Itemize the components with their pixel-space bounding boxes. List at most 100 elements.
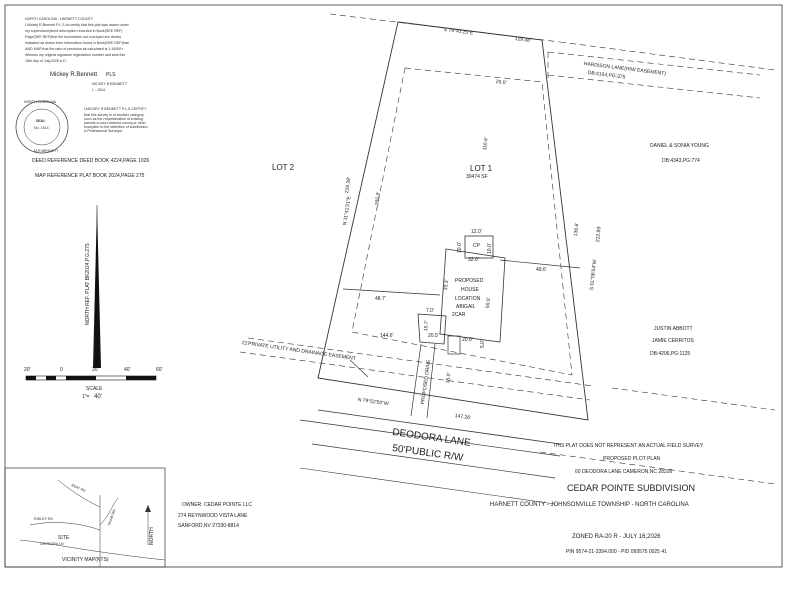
note-address: 60 DEODORA LANE CAMERON,NC 28326 <box>575 469 673 475</box>
driveway-left <box>410 343 422 417</box>
house-line: 2CAR <box>452 312 466 318</box>
cert2-line: A Professional Surveyor <box>84 129 123 133</box>
owner-line1: OWNER: CEDAR POINTE LLC <box>182 502 253 508</box>
vicinity-road-2 <box>29 522 101 531</box>
easement-leader <box>349 359 369 378</box>
hardison-lane-line <box>547 51 761 76</box>
zoned-line: ZONED RA-20 R - JULY 16,2026 <box>572 534 661 540</box>
dist-porch: 20.0' <box>462 337 473 343</box>
pls-label: PLS <box>106 72 116 78</box>
lot2-label: LOT 2 <box>272 163 295 172</box>
vicinity-title: VICINITY MAP(NTS) <box>62 557 109 563</box>
subdivision-title: CEDAR POINTE SUBDIVISION <box>567 483 696 493</box>
vicinity-road-1 <box>57 479 101 508</box>
cert2-line: such as the recombination of existing <box>84 117 144 121</box>
young-line2: DB:4343,PG:774 <box>662 158 700 164</box>
cert-line: Witness my original signature registrati… <box>25 53 126 57</box>
cert-line: AND MAP;that the ratio of precision as c… <box>25 47 124 51</box>
dist-inner-top: 25.0' <box>495 79 507 87</box>
house-line: ABIGAIL <box>456 304 476 310</box>
cert-line: indicated as drawn from information foun… <box>25 41 129 45</box>
cert-line: Page(SEE REF)that the boundaries not sur… <box>25 35 122 39</box>
surveyor-name-small: MICKEY R.BENNETT <box>92 82 128 86</box>
sheet-border <box>4 4 783 568</box>
road-far-edge <box>299 467 556 505</box>
road-edge-1 <box>317 409 561 445</box>
house-line: LOCATION <box>455 296 481 302</box>
driveway-right <box>426 343 436 419</box>
seal-ring-bottom: M.R.BENNETT <box>34 149 59 153</box>
left-mid-line <box>342 288 441 296</box>
lot1-label: LOT 1 <box>470 164 493 173</box>
right-adjoiner-line <box>611 387 776 411</box>
vicinity-north: NORTH <box>149 527 155 545</box>
easement-line-1 <box>247 337 594 387</box>
abbott-line2: JAMIE CERRITOS <box>652 338 694 344</box>
dist-right-mid: 49.6' <box>536 267 547 273</box>
surveyor-signature: Mickey R.Bennett <box>50 72 98 78</box>
seal-word: SEAL <box>36 119 46 123</box>
scale-ratio-value: 40' <box>94 394 102 400</box>
owner-line2: 274 REYNWOOD VISTA LANE <box>178 513 248 519</box>
dist-cp-h2: 10.0' <box>487 243 493 254</box>
young-line1: DANIEL & SONIA YOUNG <box>650 143 709 149</box>
house-line: PROPOSED <box>455 278 484 284</box>
seal-ring-top: NORTH CAROLINA <box>24 100 57 104</box>
road-edge-3 <box>311 443 556 479</box>
vicinity-road4-label: DEODORA LN <box>40 542 64 546</box>
surveyor-seal-icon <box>15 100 69 154</box>
note-plan: PROPOSED PLOT PLAN <box>603 456 661 462</box>
cert-line: 16th day of July,2026 A.D. <box>25 59 67 63</box>
easement-line-2 <box>239 351 591 401</box>
road-edge-2 <box>299 419 561 457</box>
scale-label: SCALE <box>86 386 103 392</box>
scale-tick: 20' <box>92 367 99 373</box>
scale-tick: 40' <box>124 367 131 373</box>
scale-tick: 20' <box>24 367 31 373</box>
cert2-line: parcels,a court-ordered survey,or other <box>84 121 146 125</box>
north-arrow-label: NORTH REF. PLAT BK2024,P.G.275 <box>85 243 91 325</box>
dist-porch-side: 5.0' <box>480 340 486 348</box>
vicinity-road-4 <box>19 539 166 561</box>
setback-line <box>351 67 573 376</box>
vicinity-map-frame <box>4 467 166 568</box>
dist-garage-w: 7.0' <box>426 308 434 314</box>
map-reference: MAP REFERENCE PLAT BOOK 2024,PAGE 275 <box>35 173 145 179</box>
vicinity-site: SITE <box>58 535 70 541</box>
scale-tick: 60' <box>156 367 163 373</box>
right-mid-line <box>499 259 581 269</box>
dist-house-w: 32.0' <box>468 257 479 263</box>
cert2-title: I,MICKEY R.BENNETT P.L.S.CERTIFY <box>84 107 147 111</box>
abbott-line1: JUSTIN ABBOTT <box>654 326 693 332</box>
carport-label: CP <box>473 243 480 249</box>
carport <box>464 235 494 259</box>
garage <box>417 313 447 345</box>
pin-line: PIN 9574-21-3394.000 - PID 099575 0025 4… <box>566 549 667 555</box>
dist-front-inner: 144.6' <box>380 333 394 339</box>
top-dashed-line-2 <box>559 41 776 71</box>
hardison-lane-line-2 <box>547 74 761 99</box>
abbott-line3: DB:4206,PG:1125 <box>650 351 691 357</box>
dist-garage-bottom: 20.5' <box>428 333 439 339</box>
cert-line: NORTH CAROLINA - HARNETT COUNTY <box>25 17 94 21</box>
house-line: HOUSE <box>461 287 479 293</box>
vicinity-road2-label: RIDLEY RD <box>34 517 54 521</box>
lot1-area: 30474 SF <box>466 174 488 180</box>
lot1-boundary <box>317 21 589 421</box>
porch <box>447 335 461 355</box>
dist-left-mid: 48.7' <box>375 296 386 302</box>
scale-ratio-prefix: 1"= <box>82 394 90 400</box>
dist-cp-w: 12.0' <box>471 229 482 235</box>
owner-line3: SANFORD,NV 27330-8814 <box>178 523 239 529</box>
surveyor-license-small: L - 1514 <box>92 88 106 92</box>
seal-number: No. 1514 <box>34 126 49 130</box>
cert2-line: that this survey is of another category, <box>84 113 145 117</box>
cert-line: I Mickey R.Bennett P.L.S do certify that… <box>25 23 129 27</box>
note-not-field: THIS PLAT DOES NOT REPRESENT AN ACTUAL F… <box>553 443 704 449</box>
scale-tick: 0 <box>60 367 63 373</box>
county-line: HARNETT COUNTY - JOHNSONVILLE TOWNSHIP -… <box>490 502 689 508</box>
house-footprint <box>439 248 506 343</box>
deed-reference: DEED REFERENCE DEED BOOK 4224,PAGE 1026 <box>32 158 150 164</box>
